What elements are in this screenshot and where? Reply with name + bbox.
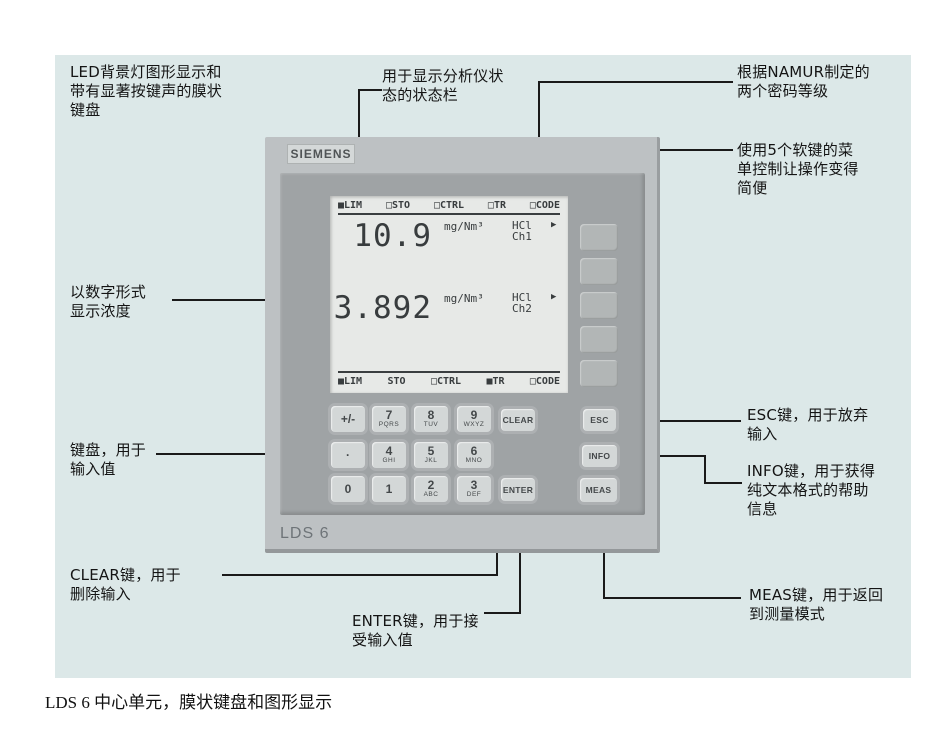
annotation-enter-key: ENTER键，用于接 受输入值 [352, 612, 479, 649]
callout-line [619, 455, 704, 457]
softkey-2[interactable] [580, 258, 618, 285]
model-label: LDS 6 [280, 525, 330, 542]
status-item-tr: ■TR [486, 376, 505, 387]
unit-label: mg/Nm³ [444, 292, 484, 305]
key-decimal-point[interactable]: · [331, 442, 365, 468]
key-plus-minus[interactable]: +/- [331, 406, 365, 432]
info-button[interactable]: INFO [582, 445, 617, 467]
annotation-meas-key: MEAS键，用于返回 到测量模式 [749, 586, 884, 623]
key-label: 4 [385, 444, 393, 458]
callout-line [598, 149, 733, 151]
key-label: 1 [385, 482, 393, 496]
concentration-value: 10.9 [353, 218, 432, 254]
softkey-3[interactable] [580, 292, 618, 319]
channel-name: Ch2 [512, 302, 532, 315]
callout-line [484, 612, 521, 614]
key-label: 0 [344, 482, 352, 496]
front-panel: ■LIM □STO □CTRL □TR □CODE 10.9 mg/Nm³ HC… [280, 173, 645, 515]
status-item-ctrl: □CTRL [433, 200, 465, 211]
annotation-clear-key: CLEAR键，用于 删除输入 [70, 566, 181, 603]
key-letters: MNO [465, 457, 483, 464]
key-label: 5 [427, 444, 435, 458]
status-item-code: □CODE [529, 200, 560, 211]
key-letters: ABC [423, 491, 439, 498]
key-label: 6 [470, 444, 478, 458]
siemens-logo: SIEMENS [287, 144, 355, 164]
status-item-ctrl: □CTRL [430, 376, 462, 387]
callout-line [538, 81, 733, 83]
callout-line [704, 455, 706, 482]
concentration-value: 3.892 [333, 290, 432, 326]
clear-button[interactable]: CLEAR [501, 409, 535, 431]
status-item-tr: □TR [487, 200, 506, 211]
status-item-code: □CODE [529, 376, 560, 387]
annotation-keyboard: 键盘，用于 输入值 [70, 441, 147, 478]
annotation-led-display: LED背景灯图形显示和 带有显著按键声的膜状 键盘 [70, 63, 223, 119]
key-letters: PQRS [378, 421, 400, 428]
status-item-sto: STO [387, 376, 406, 387]
gas-name: HCl [512, 219, 532, 232]
key-letters: TUV [423, 421, 439, 428]
callout-line [156, 453, 330, 455]
annotation-info-key: INFO键，用于获得 纯文本格式的帮助 信息 [747, 462, 876, 518]
callout-line [704, 482, 742, 484]
status-bar-top: ■LIM □STO □CTRL □TR □CODE [338, 200, 560, 215]
key-label: 9 [470, 408, 478, 422]
callout-line [519, 502, 521, 614]
annotation-status-bar: 用于显示分析仪状 态的状态栏 [382, 67, 504, 104]
key-label: +/- [340, 412, 356, 426]
callout-line [603, 597, 741, 599]
annotation-numeric-display: 以数字形式 显示浓度 [70, 283, 147, 320]
callout-line [358, 89, 382, 91]
callout-line [222, 574, 498, 576]
annotation-softkeys: 使用5个软键的菜 单控制让操作变得 简便 [737, 141, 859, 197]
softkey-1[interactable] [580, 224, 618, 251]
status-item-sto: □STO [385, 200, 411, 211]
key-letters: GHI [382, 457, 396, 464]
key-label: · [346, 448, 350, 462]
figure-caption: LDS 6 中心单元，膜状键盘和图形显示 [45, 693, 333, 712]
softkey-5[interactable] [580, 360, 618, 387]
key-0[interactable]: 0 [331, 476, 365, 502]
key-1[interactable]: 1 [372, 476, 406, 502]
graphic-display: ■LIM □STO □CTRL □TR □CODE 10.9 mg/Nm³ HC… [330, 196, 568, 393]
enter-button[interactable]: ENTER [501, 478, 535, 501]
status-bar-bottom: ■LIM STO □CTRL ■TR □CODE [338, 371, 560, 387]
key-label: 2 [427, 478, 435, 492]
unit-label: mg/Nm³ [444, 220, 484, 233]
callout-line [617, 420, 741, 422]
figure-panel: LED背景灯图形显示和 带有显著按键声的膜状 键盘 用于显示分析仪状 态的状态栏… [55, 55, 911, 678]
esc-button[interactable]: ESC [583, 409, 616, 431]
key-letters: WXYZ [463, 421, 485, 428]
gas-name: HCl [512, 291, 532, 304]
callout-line [172, 299, 344, 301]
arrow-icon: ▶ [551, 220, 557, 230]
lds6-device: SIEMENS LDS 6 ■LIM □STO □CTRL □TR □CODE … [265, 137, 660, 553]
annotation-esc-key: ESC键，用于放弃 输入 [747, 406, 869, 443]
arrow-icon: ▶ [551, 292, 557, 302]
key-letters: JKL [424, 457, 438, 464]
key-letters: DEF [466, 491, 482, 498]
annotation-namur: 根据NAMUR制定的 两个密码等级 [737, 63, 870, 100]
meas-button[interactable]: MEAS [580, 478, 617, 502]
key-label: 3 [470, 478, 478, 492]
status-item-lim: ■LIM [338, 200, 363, 211]
channel-name: Ch1 [512, 230, 532, 243]
key-label: 7 [385, 408, 393, 422]
softkey-4[interactable] [580, 326, 618, 353]
key-label: 8 [427, 408, 435, 422]
status-item-lim: ■LIM [338, 376, 363, 387]
